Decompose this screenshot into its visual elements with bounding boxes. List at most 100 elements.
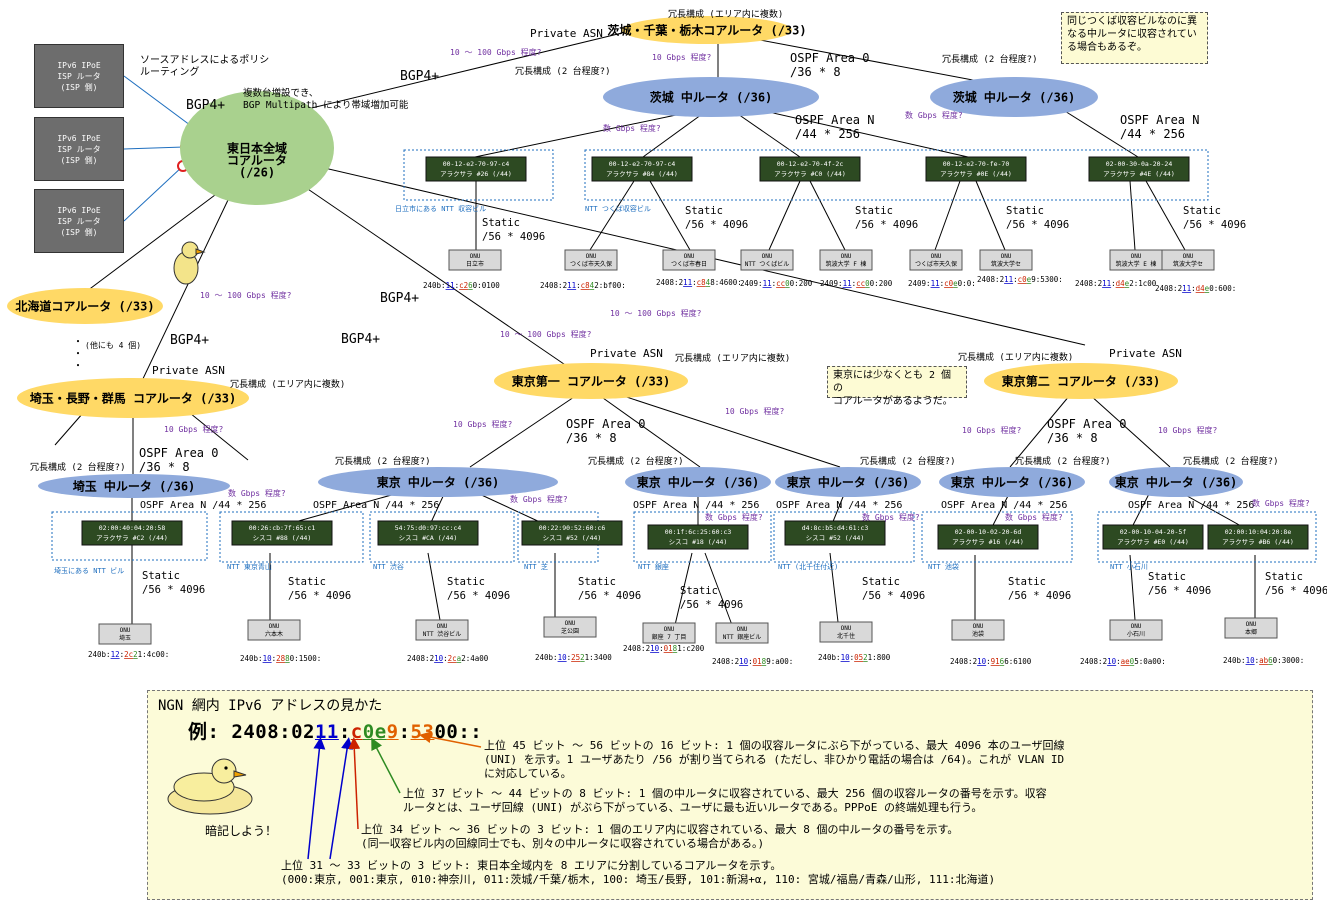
legend-desc-mid: 上位 34 ビット ～ 36 ビットの 3 ビット: 1 個のエリア内に収容され… (361, 823, 959, 850)
address-12: 240b:10:2521:3400 (535, 653, 612, 662)
access-router-52 (521, 520, 623, 546)
others-label: (他にも 4 個) (85, 340, 141, 350)
r4-onu1 (934, 180, 961, 251)
address-legend: NGN 網内 IPv6 アドレスの見かた 例: 2408:0211:c0e9:5… (147, 690, 1313, 900)
onu-13-title: ONU (664, 626, 675, 633)
onu-14-place: NTT 銀座ビル (723, 633, 761, 641)
ospf0-ibaraki-sub: /36 * 8 (790, 65, 841, 79)
address-18: 240b:10:ab60:3000: (1223, 656, 1304, 665)
bw-core-tokyo2: 10 ～ 100 Gbps 程度? (610, 308, 702, 318)
few-4: 数 Gbps 程度? (510, 494, 568, 504)
r-onu-kitasenju (829, 552, 839, 623)
mid-router-tokyo-a-label: 東京 中ルータ (/36) (377, 475, 500, 490)
bldg-box-kitasenju (773, 511, 915, 563)
static-sub-8: /56 * 4096 (578, 590, 641, 602)
bgp-tokyo1-label: BGP4+ (341, 332, 380, 347)
legend-desc-access: 上位 37 ビット ～ 44 ビットの 8 ビット: 1 個の中ルータに収容され… (403, 787, 1047, 814)
onu-0-place: 日立市 (466, 260, 484, 268)
address-3: 2409:11:cc00:200 (740, 279, 813, 288)
mid-router-ibaraki-1-label: 茨城 中ルータ (/36) (650, 90, 773, 105)
few-8: 数 Gbps 程度? (1252, 498, 1310, 508)
ospf0-tokyo1-sub: /36 * 8 (566, 431, 617, 445)
core-router-east-label: (/26) (239, 166, 275, 180)
mid-router-tokyo-e (1109, 467, 1243, 497)
static-sub-2: /56 * 4096 (855, 219, 918, 231)
ibaraki-core-mid2-link (759, 39, 1011, 88)
ospfN-tokyoB: OSPF Area N /44 * 256 (633, 500, 759, 511)
multipath-label: 複数台増設でき、 (243, 87, 318, 99)
static-11: Static (1008, 576, 1046, 588)
legend-title: NGN 網内 IPv6 アドレスの見かた (158, 698, 383, 714)
onu-16-title: ONU (973, 623, 984, 630)
core-router-east (180, 91, 334, 205)
access-router-ca (377, 520, 479, 546)
ibaraki-mid-r4 (759, 109, 969, 158)
access-router-0e-name: アラクサラ #0E (/44) (940, 170, 1012, 178)
mid-router-tokyo-d (939, 467, 1085, 497)
access-router-26 (425, 156, 527, 182)
core-ibaraki-link (261, 32, 623, 121)
static-sub-4: /56 * 4096 (1183, 219, 1246, 231)
access-router-52b (784, 520, 886, 546)
area-router-tokyo2-label: 東京第二 コアルータ (/33) (1002, 374, 1160, 389)
asn-ibaraki: Private ASN (530, 27, 603, 40)
asn-tokyo2: Private ASN (1109, 347, 1182, 360)
duck-icon (167, 758, 253, 815)
building-label-8: NTT 池袋 (928, 562, 959, 571)
policy-label: ルーティング (140, 65, 199, 78)
address-9: 240b:12:2c21:4c00: (88, 650, 169, 659)
ospfN-tokyoE: OSPF Area N /44 * 256 (1128, 500, 1254, 511)
mid-router-ibaraki-2 (930, 77, 1098, 117)
onu-6 (979, 249, 1033, 271)
r-onu-ginza1 (674, 552, 693, 626)
onu-14-title: ONU (737, 626, 748, 633)
access-router-c0 (759, 156, 861, 182)
access-router-b6 (1207, 524, 1309, 550)
area-router-tokyo1-label: 東京第一 コアルータ (/33) (512, 374, 670, 389)
access-router-c2-mac: 02:00:40:04:20:58 (99, 524, 166, 532)
few-2: 数 Gbps 程度? (905, 110, 963, 120)
onu-2 (662, 249, 716, 271)
core-hokkaido-link (74, 194, 216, 301)
redundant2-ibaraki2: 冗長構成 (2 台程度?) (942, 53, 1038, 65)
building-label-4: NTT 渋谷 (373, 562, 404, 571)
access-router-52-name: シスコ #52 (/44) (543, 534, 602, 542)
onu-1-place: つくば市天久保 (570, 260, 612, 268)
access-router-c2-name: アラクサラ #C2 (/44) (96, 534, 168, 542)
onu-4 (819, 249, 873, 271)
multipath-label: BGP Multipath により帯域増加可能 (243, 99, 409, 111)
access-router-c2 (81, 520, 183, 546)
note-tsukuba: 同じつくば収容ビルなのに異 なる中ルータに収容されてい る場合もあるぞ。 (1061, 12, 1208, 64)
onu-5-title: ONU (931, 253, 942, 260)
static-12: Static (1148, 571, 1186, 583)
duck-beak (195, 248, 206, 255)
ospfN-tokyoC: OSPF Area N /44 * 256 (776, 500, 902, 511)
asn-saitama: Private ASN (152, 364, 225, 377)
onu-1 (564, 249, 618, 271)
onu-9 (98, 623, 152, 645)
ospf0-tokyo2-sub: /36 * 8 (1047, 431, 1098, 445)
bldg-box-koishikawa (1097, 511, 1317, 563)
access-router-16-mac: 02-00-10-02-20-6d (955, 528, 1022, 536)
access-router-0e (925, 156, 1027, 182)
note-tokyo: 東京には少なくとも 2 個の コアルータがあるようだ。 (827, 366, 967, 407)
ospfN-ibaraki2: OSPF Area N (1120, 113, 1199, 127)
r3-onu1 (768, 180, 801, 251)
isp-router-3: IPv6 IPoE ISP ルータ (ISP 側) (34, 189, 124, 253)
redundant2-tokyoE: 冗長構成 (2 台程度?) (1183, 455, 1279, 467)
example-colon: : (338, 721, 351, 743)
access-router-e0 (1102, 524, 1204, 550)
access-router-84-name: アラクサラ #84 (/44) (606, 170, 678, 178)
onu-6-title: ONU (1001, 253, 1012, 260)
ospf0-saitama: OSPF Area 0 (139, 446, 218, 460)
onu-9-place: 埼玉 (119, 634, 131, 642)
address-1: 2408:211:c842:bf00: (540, 281, 626, 290)
building-label-1: NTT つくば収容ビル (585, 204, 651, 213)
address-8: 2408:211:d4e0:600: (1155, 284, 1236, 293)
legend-arrows (167, 731, 482, 860)
r4-onu2 (975, 180, 1006, 251)
redundant2-tokyoC: 冗長構成 (2 台程度?) (860, 455, 956, 467)
onu-17-title: ONU (1131, 623, 1142, 630)
access-router-b6-name: アラクサラ #B6 (/44) (1222, 538, 1294, 546)
isp-link-1 (123, 75, 199, 132)
